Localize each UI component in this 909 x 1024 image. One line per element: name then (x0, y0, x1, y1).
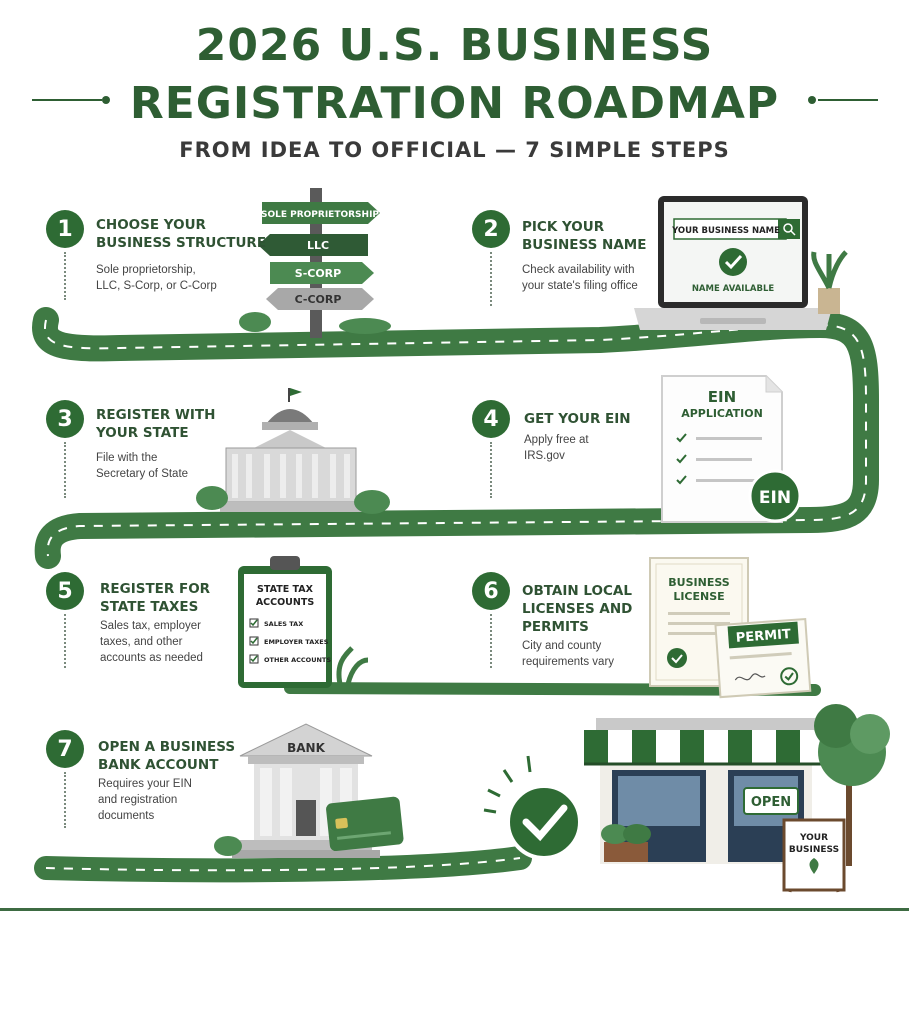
step-3-title: REGISTER WITH YOUR STATE (96, 407, 216, 441)
ein-doc-title: EIN (708, 388, 736, 406)
striped-awning (584, 730, 824, 766)
title-rule-left (32, 99, 102, 101)
state-capitol-illustration (196, 388, 390, 514)
step-4-dotted-line (490, 442, 492, 498)
step-3-description: File with the Secretary of State (96, 452, 189, 480)
ein-doc-subtitle: APPLICATION (681, 407, 763, 420)
step-7-description: Requires your EIN and registration docum… (98, 778, 192, 822)
title-rule-dot-left (102, 96, 110, 104)
open-sign-text: OPEN (751, 795, 791, 810)
search-icon (783, 223, 793, 233)
shrub-icon (239, 312, 271, 332)
flag-icon (290, 388, 302, 396)
leaf-icon (809, 858, 819, 874)
step-7-dotted-line (64, 772, 66, 828)
step-2-description: Check availability with your state's fil… (522, 264, 638, 292)
checkmark-icon (719, 248, 747, 276)
checkbox-icon (676, 475, 687, 485)
ein-seal-icon (748, 469, 802, 523)
sign-c-corp: C-CORP (295, 293, 342, 306)
step-5-dotted-line (64, 614, 66, 668)
sign-s-corp: S-CORP (295, 267, 341, 280)
step-4-description: Apply free at IRS.gov (524, 434, 589, 462)
board-text-2: BUSINESS (789, 845, 839, 855)
completion-checkmark-icon (483, 755, 582, 860)
ein-document-illustration: EIN APPLICATION EIN (661, 375, 802, 523)
step-1-title: CHOOSE YOUR BUSINESS STRUCTURE (96, 217, 267, 251)
step-7-title: OPEN A BUSINESS BANK ACCOUNT (98, 739, 236, 773)
license-title-1: BUSINESS (668, 576, 729, 589)
title-line-2: REGISTRATION ROADMAP (129, 78, 780, 129)
step-6-title: OBTAIN LOCAL LICENSES AND PERMITS (522, 583, 633, 635)
step-7-badge: 7 (46, 730, 84, 768)
step-6-description: City and county requirements vary (522, 640, 615, 668)
state-tax-clipboard-illustration: STATE TAX ACCOUNTS SALES TAX EMPLOYER TA… (238, 556, 369, 688)
title-rule-right (818, 99, 878, 101)
storefront-illustration: OPEN YOUR BUSINESS (584, 704, 890, 893)
step-4-badge: 4 (472, 400, 510, 438)
open-sign (743, 787, 799, 815)
signature-icon (734, 673, 766, 681)
checkbox-icon (676, 454, 687, 464)
step-3-dotted-line (64, 442, 66, 498)
bank-label: BANK (287, 741, 325, 755)
sandwich-board-sign (782, 818, 846, 892)
sign-llc: LLC (307, 239, 329, 252)
step-2-badge: 2 (472, 210, 510, 248)
plant-pot-icon (818, 288, 840, 314)
step-6-badge: 6 (472, 572, 510, 610)
checkbox-icon (676, 433, 687, 443)
subtitle: FROM IDEA TO OFFICIAL — 7 SIMPLE STEPS (179, 138, 730, 162)
step-2-title: PICK YOUR BUSINESS NAME (522, 219, 647, 253)
step-4-title: GET YOUR EIN (524, 411, 631, 427)
permit-text: PERMIT (735, 627, 791, 646)
title-rule-dot-right (808, 96, 816, 104)
laptop-search-text: YOUR BUSINESS NAME (671, 226, 780, 236)
step-1-badge: 1 (46, 210, 84, 248)
step-5-description: Sales tax, employer taxes, and other acc… (100, 620, 203, 664)
title-line-1: 2026 U.S. BUSINESS (195, 20, 714, 71)
shrub-icon (339, 318, 391, 334)
bottom-divider (0, 908, 909, 911)
laptop-illustration: YOUR BUSINESS NAME NAME AVAILABLE (634, 196, 848, 330)
step-2-dotted-line (490, 252, 492, 306)
ein-seal-text: EIN (759, 488, 791, 508)
clipboard-title-2: ACCOUNTS (256, 597, 315, 608)
clipboard-title-1: STATE TAX (257, 584, 314, 595)
step-5-badge: 5 (46, 572, 84, 610)
signpost-illustration: SOLE PROPRIETORSHIP LLC S-CORP C-CORP (239, 188, 391, 338)
step-1-description: Sole proprietorship, LLC, S-Corp, or C-C… (96, 264, 217, 292)
sign-sole-proprietorship: SOLE PROPRIETORSHIP (261, 210, 379, 220)
seal-icon (667, 648, 687, 668)
clipboard-item-sales-tax: SALES TAX (264, 620, 303, 628)
name-available-text: NAME AVAILABLE (692, 284, 775, 294)
bank-illustration: BANK (214, 723, 404, 858)
step-6-dotted-line (490, 614, 492, 668)
clipboard-item-other-accounts: OTHER ACCOUNTS (264, 656, 331, 664)
clipboard-item-employer-taxes: EMPLOYER TAXES (264, 638, 329, 646)
license-permit-illustration: BUSINESS LICENSE PERMIT (649, 557, 812, 699)
board-text-1: YOUR (799, 833, 828, 843)
step-1-dotted-line (64, 252, 66, 300)
step-5-title: REGISTER FOR STATE TAXES (100, 581, 211, 615)
step-3-badge: 3 (46, 400, 84, 438)
license-title-2: LICENSE (673, 590, 724, 603)
